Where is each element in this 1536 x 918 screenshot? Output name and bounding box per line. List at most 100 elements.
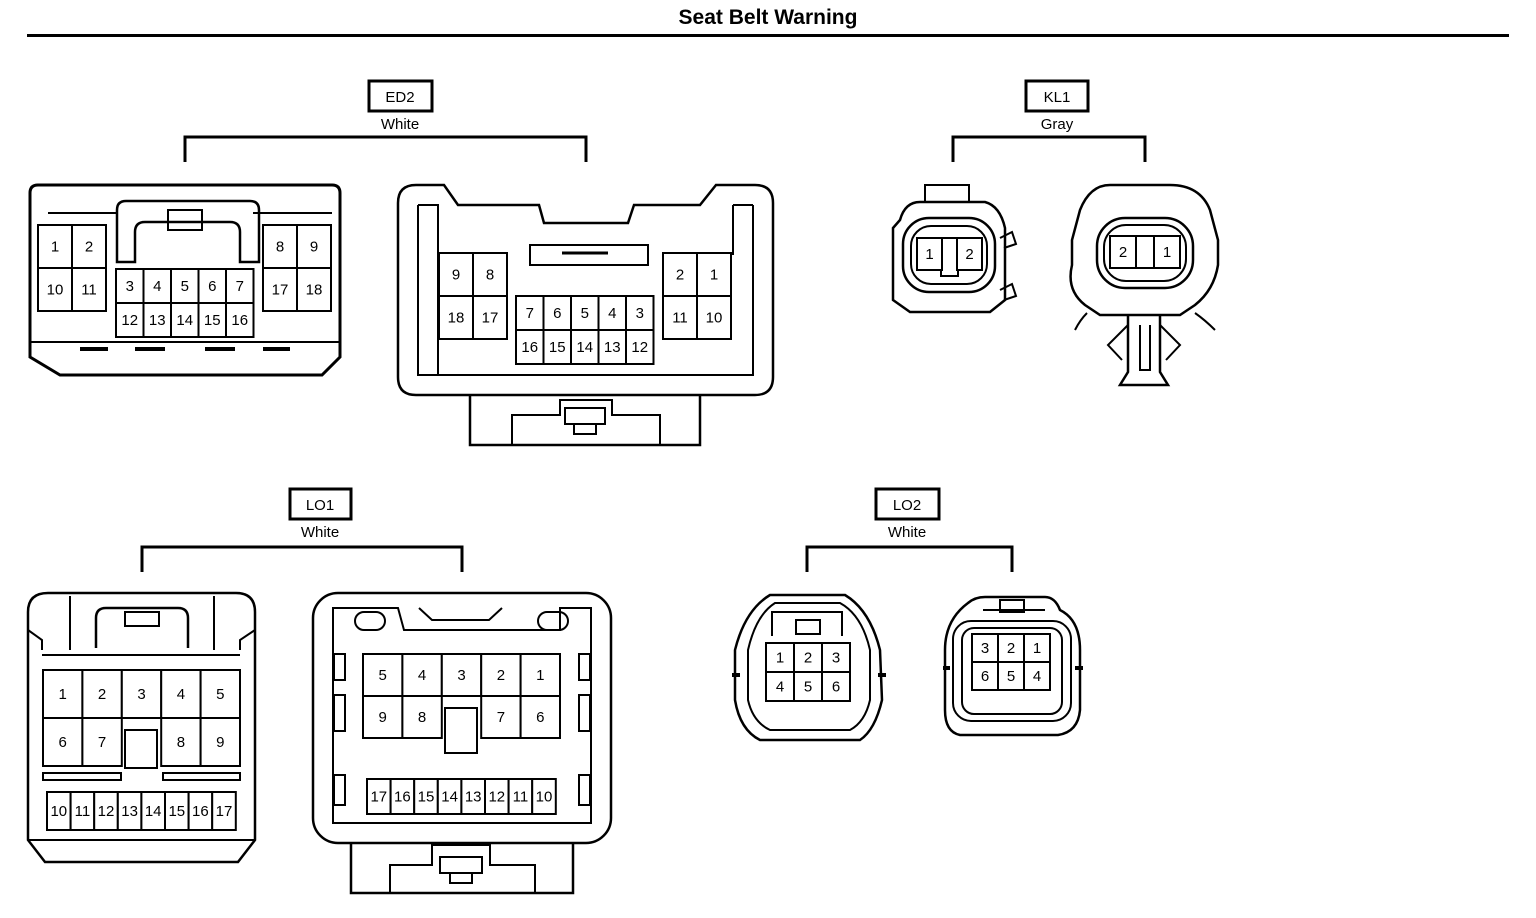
ed2-right-pin-cell xyxy=(570,329,600,365)
lo1-right-pin-cell xyxy=(531,778,557,815)
ed2-right-pin-label: 6 xyxy=(553,305,561,322)
ed2-left-pin-label: 4 xyxy=(153,278,161,295)
ed2-left-pin-label: 1 xyxy=(51,239,59,256)
lo2-left-pin-label: 4 xyxy=(776,679,784,696)
kl1-right-pin-cell xyxy=(1109,235,1137,269)
ed2-left-pin-label: 18 xyxy=(306,282,323,299)
ed2-left-pin-cell xyxy=(296,267,332,312)
lo1-left-pin-label: 1 xyxy=(59,686,67,703)
lo1-left-key-cell xyxy=(124,729,158,769)
ed2-left-pin-label: 12 xyxy=(121,312,138,329)
lo1-right-pin-cell xyxy=(401,695,443,739)
lo2-left-pin-label: 6 xyxy=(832,679,840,696)
lo1-right-pin-cell xyxy=(519,653,561,697)
title-rule xyxy=(27,34,1509,37)
ed2-left-pin-cell xyxy=(71,267,107,312)
lo1-left-pin-label: 9 xyxy=(216,734,224,751)
lo2-bracket xyxy=(805,545,1014,572)
lo2-left-pin-cell xyxy=(821,671,851,702)
ed2-right-pin-label: 9 xyxy=(452,267,460,284)
lo1-right-pin-label: 5 xyxy=(379,667,387,684)
lo1-right-pin-label: 3 xyxy=(457,667,465,684)
lo1-left-pin-label: 2 xyxy=(98,686,106,703)
lo1-right-pin-cell xyxy=(362,653,404,697)
lo2-color: White xyxy=(888,524,926,541)
lo2-right-pin-label: 6 xyxy=(981,668,989,685)
lo1-right-pin-label: 1 xyxy=(536,667,544,684)
lo1-right-key-cell xyxy=(444,707,478,754)
lo1-left-pin-label: 8 xyxy=(177,734,185,751)
lo1-left-pin-cell xyxy=(199,717,242,767)
lo2-label-box xyxy=(874,487,941,521)
lo2-left-pin-label: 5 xyxy=(804,679,812,696)
lo2-left-pin-label: 3 xyxy=(832,650,840,667)
ed2-right-pin-label: 4 xyxy=(608,305,616,322)
ed2-right-view xyxy=(396,183,775,447)
lo1-color: White xyxy=(301,524,339,541)
lo1-left-pin-cell xyxy=(42,669,84,719)
ed2-right-pin-label: 7 xyxy=(526,305,534,322)
lo2-right-pin-cell xyxy=(1023,661,1051,691)
lo1-left-pin-label: 11 xyxy=(75,803,91,820)
ed2-left-pin-cell xyxy=(71,224,107,269)
ed2-left-pin-cell xyxy=(225,302,255,338)
ed2-right-pin-cell xyxy=(542,329,572,365)
lo1-left-pin-label: 6 xyxy=(59,734,67,751)
ed2-left-pin-label: 13 xyxy=(149,312,166,329)
lo1-left-pin-label: 5 xyxy=(216,686,224,703)
kl1-id: KL1 xyxy=(1044,89,1071,106)
lo1-left-pin-cell xyxy=(120,669,163,719)
lo1-right-pin-label: 13 xyxy=(465,789,482,806)
kl1-right-pin-label: 1 xyxy=(1163,244,1171,261)
kl1-left-pin-cell xyxy=(956,237,983,271)
ed2-right-pin-label: 14 xyxy=(576,339,593,356)
lo1-right-pin-label: 16 xyxy=(394,789,411,806)
lo1-left-pin-cell xyxy=(199,669,242,719)
lo1-right-pin-label: 14 xyxy=(441,789,458,806)
ed2-right-pin-label: 15 xyxy=(549,339,566,356)
lo1-right-pin-label: 12 xyxy=(488,789,505,806)
lo1-right-pin-label: 4 xyxy=(418,667,426,684)
lo2-left-view xyxy=(732,593,886,742)
kl1-left-view xyxy=(891,184,1018,314)
lo1-right-pin-label: 2 xyxy=(497,667,505,684)
lo1-left-pin-cell xyxy=(81,717,123,767)
ed2-bracket xyxy=(183,135,588,162)
ed2-left-pin-label: 16 xyxy=(231,312,248,329)
lo1-left-pin-label: 14 xyxy=(145,803,162,820)
ed2-right-pin-cell xyxy=(625,329,655,365)
kl1-label-box xyxy=(1024,79,1090,113)
lo2-header xyxy=(805,487,1014,572)
ed2-id: ED2 xyxy=(385,89,414,106)
ed2-right-pin-cell xyxy=(597,329,627,365)
lo1-right-pin-cell xyxy=(519,695,561,739)
ed2-right-pin-label: 11 xyxy=(672,310,688,327)
lo1-left-pin-cell xyxy=(42,717,84,767)
ed2-right-pin-label: 5 xyxy=(581,305,589,322)
ed2-left-pin-label: 6 xyxy=(208,278,216,295)
kl1-right-view xyxy=(1069,183,1220,387)
ed2-left-pin-label: 17 xyxy=(272,282,289,299)
ed2-right-pin-label: 17 xyxy=(482,310,499,327)
kl1-header xyxy=(951,79,1147,162)
lo1-left-pin-label: 10 xyxy=(50,803,67,820)
lo1-left-pin-label: 7 xyxy=(98,734,106,751)
lo1-left-pin-label: 16 xyxy=(192,803,209,820)
lo1-right-view xyxy=(311,591,613,895)
ed2-right-pin-label: 16 xyxy=(521,339,538,356)
lo1-right-pin-cell xyxy=(480,695,522,739)
ed2-right-pin-label: 13 xyxy=(604,339,621,356)
kl1-left-divider xyxy=(940,237,959,277)
kl1-right-divider-cell xyxy=(1135,235,1155,269)
ed2-left-pin-label: 10 xyxy=(47,282,64,299)
kl1-right-pin-cell xyxy=(1153,235,1181,269)
ed2-left-view xyxy=(28,183,342,377)
ed2-label-box xyxy=(367,79,434,113)
ed2-left-pin-cell xyxy=(225,268,255,304)
ed2-left-pin-cell xyxy=(115,268,145,304)
lo2-id: LO2 xyxy=(893,497,921,514)
ed2-right-pin-label: 8 xyxy=(486,267,494,284)
lo1-left-pin-label: 4 xyxy=(177,686,185,703)
ed2-header xyxy=(183,79,588,162)
